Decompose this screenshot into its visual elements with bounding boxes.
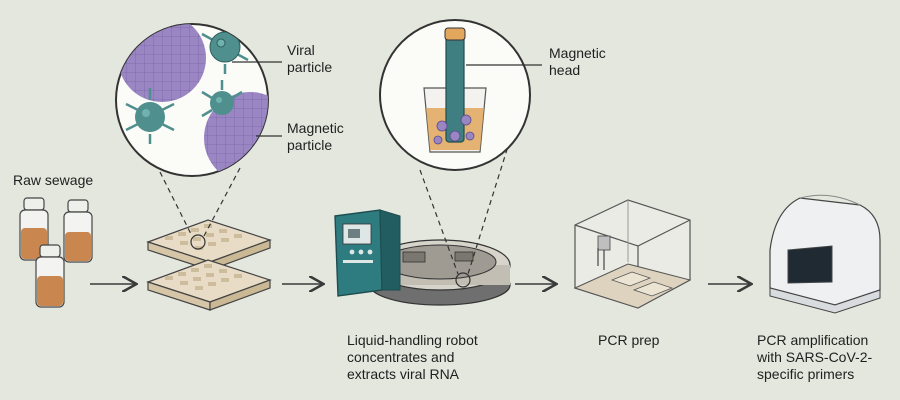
magnified-particles-view [115, 23, 282, 177]
magnetic-particle-label: Magnetic particle [287, 120, 344, 154]
label-line: Viral [287, 42, 315, 58]
label-line: extracts viral RNA [347, 366, 460, 382]
label-line: PCR amplification [757, 332, 869, 348]
sewage-bottle [63, 199, 93, 263]
raw-sewage-label: Raw sewage [13, 172, 94, 188]
sewage-bottle [35, 244, 65, 308]
magnetic-head-label: Magnetic head [549, 45, 606, 79]
viral-particle [201, 80, 243, 118]
viral-particle [125, 88, 175, 144]
label-line: with SARS-CoV-2- [757, 349, 873, 365]
label-line: particle [287, 137, 333, 153]
pcr-thermocycler [769, 194, 881, 314]
pcr-prep-enclosure [573, 199, 692, 309]
label-line: Magnetic [549, 45, 606, 61]
well-plates [146, 219, 272, 311]
label-line: specific primers [757, 366, 855, 382]
zoom-target-circle [455, 272, 471, 288]
viral-particle-label: Viral particle [287, 42, 332, 76]
sewage-bottles-group [19, 197, 93, 308]
robot-caption: Liquid-handling robot concentrates and e… [347, 332, 478, 383]
zoom-target-circle [190, 234, 206, 250]
pcr-prep-caption: PCR prep [598, 332, 660, 348]
magnified-magnetic-head-view [379, 19, 542, 171]
well-plate [146, 259, 272, 311]
label-line: Liquid-handling robot [347, 332, 478, 348]
zoom-line [419, 169, 459, 275]
zoom-line [203, 167, 241, 237]
pcr-display-screen [787, 245, 833, 284]
label-line: head [549, 62, 581, 78]
label-line: particle [287, 59, 333, 75]
zoom-line [159, 171, 193, 237]
zoom-line [467, 139, 511, 275]
liquid-handling-robot [334, 209, 511, 306]
label-line: concentrates and [347, 349, 455, 365]
label-line: Magnetic [287, 120, 344, 136]
pcr-amplification-caption: PCR amplification with SARS-CoV-2- speci… [757, 332, 872, 383]
magnetic-head [445, 33, 465, 143]
